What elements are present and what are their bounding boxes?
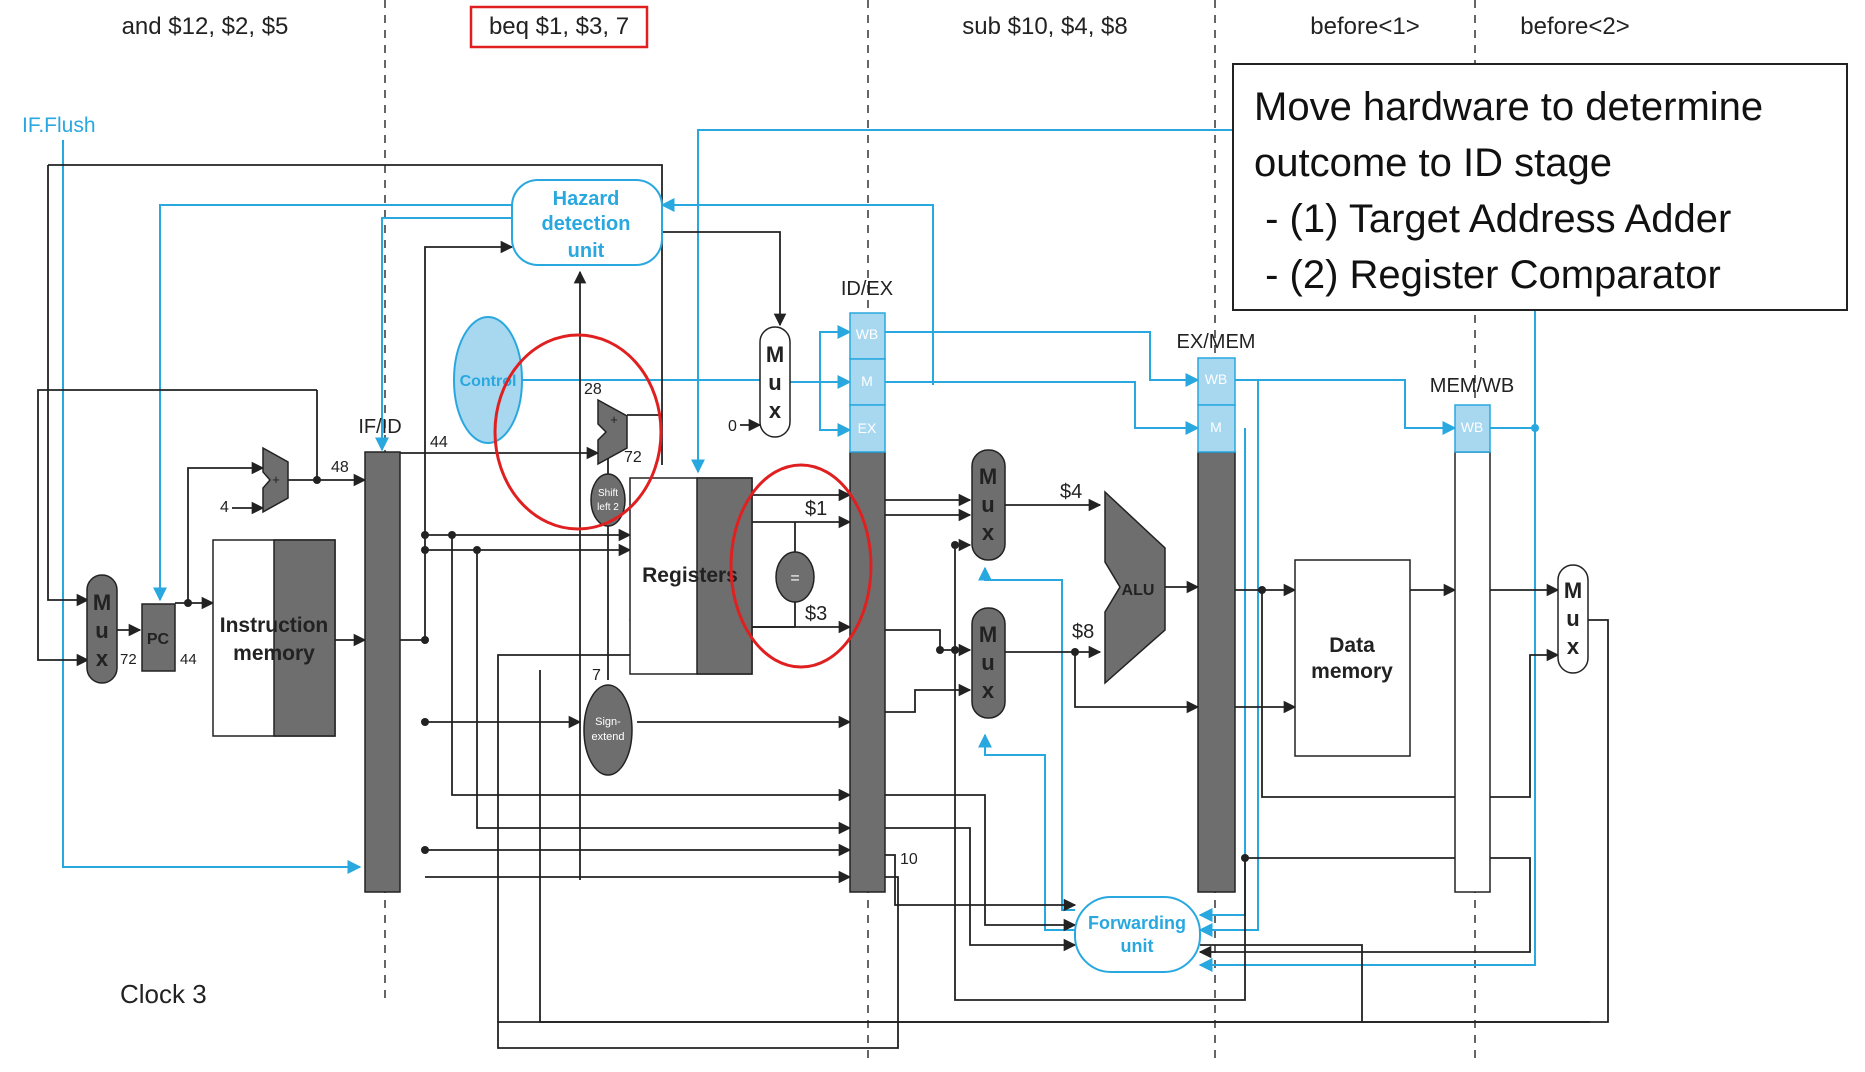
value-7: 7: [592, 667, 601, 684]
reg-label-1: $1: [805, 498, 827, 520]
datapath-wires: [37, 164, 1609, 1049]
svg-text:x: x: [1567, 634, 1580, 659]
value-72-a: 72: [120, 651, 137, 668]
control-mux: M u x: [759, 326, 791, 438]
stage-label-if: and $12, $2, $5: [122, 13, 289, 40]
svg-text:x: x: [96, 646, 109, 671]
svg-text:memory: memory: [1311, 660, 1393, 683]
svg-text:u: u: [1566, 606, 1579, 631]
svg-text:M: M: [766, 342, 784, 367]
reg-label-3: $3: [805, 603, 827, 625]
pc-adder: +: [262, 446, 289, 514]
svg-text:M: M: [93, 590, 111, 615]
svg-text:PC: PC: [147, 631, 170, 648]
value-44-b: 44: [430, 434, 448, 451]
svg-text:Sign-: Sign-: [595, 716, 621, 728]
svg-text:=: =: [790, 570, 799, 587]
pc-register: PC: [141, 603, 176, 672]
stage-label-ex: sub $10, $4, $8: [962, 13, 1127, 40]
svg-text:ALU: ALU: [1122, 582, 1155, 599]
svg-text:u: u: [768, 370, 781, 395]
beq-highlight-box: [469, 5, 649, 49]
svg-text:Forwarding: Forwarding: [1088, 913, 1186, 933]
alu-mux-a: M u x: [971, 449, 1006, 561]
highlight-comparator: [729, 463, 873, 669]
memwb-register: WB: [1454, 404, 1491, 893]
reg-label-8: $8: [1072, 621, 1094, 643]
value-28: 28: [584, 381, 602, 398]
clock-label: Clock 3: [120, 979, 207, 1009]
alu: ALU: [1104, 490, 1166, 685]
svg-text:WB: WB: [856, 326, 879, 342]
highlight-target-adder: [493, 333, 663, 531]
stage-label-wb: before<2>: [1520, 13, 1629, 40]
svg-text:WB: WB: [1461, 419, 1484, 435]
svg-text:M: M: [979, 464, 997, 489]
value-0: 0: [728, 418, 737, 435]
exmem-label: EX/MEM: [1177, 331, 1256, 353]
svg-text:extend: extend: [591, 731, 624, 743]
svg-text:left 2: left 2: [597, 502, 619, 513]
shift-left-2: Shift left 2: [590, 473, 626, 527]
control-unit: Control: [453, 316, 523, 444]
callout-item-1: - (1) Target Address Adder: [1254, 197, 1732, 241]
callout-line-1: Move hardware to determine: [1254, 85, 1764, 129]
svg-text:Data: Data: [1329, 634, 1375, 657]
svg-text:Instruction: Instruction: [220, 614, 329, 637]
svg-text:M: M: [1564, 578, 1582, 603]
stage-label-mem: before<1>: [1310, 13, 1419, 40]
ifid-register: [364, 451, 401, 893]
annotation-callout: Move hardware to determine outcome to ID…: [1232, 63, 1848, 311]
exmem-register: WB M: [1197, 357, 1236, 893]
ifid-label: IF/ID: [358, 416, 401, 438]
if-flush-label: IF.Flush: [22, 114, 96, 137]
reg-label-4: $4: [1060, 481, 1082, 503]
svg-text:+: +: [610, 412, 618, 427]
svg-text:memory: memory: [233, 642, 315, 665]
svg-text:Registers: Registers: [642, 564, 738, 587]
svg-text:u: u: [95, 618, 108, 643]
svg-text:unit: unit: [1121, 936, 1154, 956]
svg-text:x: x: [982, 520, 995, 545]
svg-text:+: +: [272, 472, 280, 487]
svg-text:Hazard: Hazard: [553, 188, 620, 210]
svg-text:x: x: [982, 678, 995, 703]
idex-register: WB M EX: [849, 312, 886, 893]
svg-text:M: M: [861, 373, 873, 389]
branch-target-adder: +: [597, 398, 628, 466]
callout-line-2: outcome to ID stage: [1254, 141, 1612, 185]
svg-text:M: M: [979, 622, 997, 647]
value-10: 10: [900, 851, 918, 868]
svg-text:WB: WB: [1205, 371, 1228, 387]
svg-text:detection: detection: [542, 213, 631, 235]
svg-text:x: x: [769, 398, 782, 423]
stage-label-id: beq $1, $3, 7: [489, 13, 629, 40]
svg-text:M: M: [1210, 419, 1222, 435]
svg-text:EX: EX: [858, 420, 877, 436]
data-memory: Data memory: [1294, 559, 1411, 757]
memwb-label: MEM/WB: [1430, 375, 1514, 397]
pc-mux: M u x: [86, 574, 118, 684]
svg-text:u: u: [981, 492, 994, 517]
svg-text:Control: Control: [460, 373, 517, 390]
instruction-memory: Instruction memory: [212, 539, 336, 737]
value-48: 48: [331, 459, 349, 476]
callout-item-2: - (2) Register Comparator: [1254, 253, 1721, 297]
junction-dots: [184, 476, 1266, 862]
value-44-a: 44: [180, 651, 197, 668]
svg-text:u: u: [981, 650, 994, 675]
hazard-detection-unit: Hazard detection unit: [511, 179, 663, 266]
register-comparator: =: [775, 551, 815, 603]
svg-text:Shift: Shift: [598, 488, 618, 499]
value-72-b: 72: [624, 449, 642, 466]
forwarding-unit: Forwarding unit: [1074, 896, 1201, 973]
writeback-mux: M u x: [1557, 564, 1589, 674]
register-file: Registers: [629, 477, 753, 675]
idex-label: ID/EX: [841, 278, 893, 300]
svg-text:unit: unit: [568, 240, 605, 262]
sign-extend: Sign- extend: [583, 684, 633, 776]
value-4: 4: [220, 499, 229, 516]
alu-mux-b: M u x: [971, 607, 1006, 719]
